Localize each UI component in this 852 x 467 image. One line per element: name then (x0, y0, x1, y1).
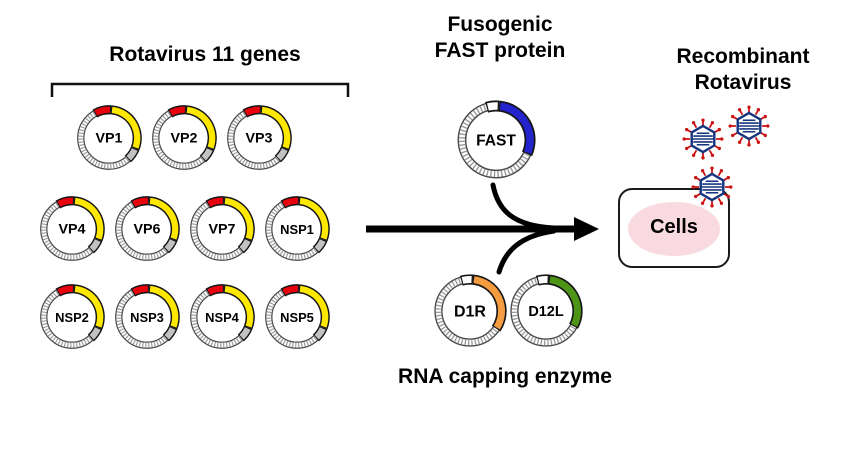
plasmid-vp3: VP3 (225, 104, 293, 172)
capping-group-title: RNA capping enzyme (398, 365, 612, 388)
plasmid-vp4: VP4 (38, 195, 106, 263)
result-title-line1: Recombinant (676, 45, 810, 68)
fast-curve-arrow (490, 182, 557, 231)
genes-group-title: Rotavirus 11 genes (109, 43, 301, 66)
svg-text:VP3: VP3 (246, 131, 273, 147)
plasmid-nsp5: NSP5 (263, 283, 331, 351)
svg-text:D1R: D1R (454, 303, 486, 320)
svg-text:NSP1: NSP1 (280, 222, 314, 237)
plasmid-vp1: VP1 (75, 104, 143, 172)
virus-particle-3 (689, 164, 735, 210)
svg-text:NSP2: NSP2 (55, 310, 89, 325)
result-group-title: Recombinant Rotavirus (648, 44, 838, 96)
svg-text:D12L: D12L (528, 304, 563, 320)
plasmid-vp2: VP2 (150, 104, 218, 172)
plasmid-vp6: VP6 (113, 195, 181, 263)
svg-text:VP4: VP4 (59, 222, 86, 238)
main-arrow-head (574, 217, 599, 241)
plasmid-fast: FAST (455, 99, 537, 181)
svg-text:VP6: VP6 (134, 222, 161, 238)
plasmid-vp7: VP7 (188, 195, 256, 263)
svg-text:VP7: VP7 (209, 222, 236, 238)
svg-text:VP1: VP1 (96, 131, 123, 147)
virus-particle-2 (726, 103, 772, 149)
svg-text:NSP3: NSP3 (130, 310, 164, 325)
virus-particle-1 (680, 116, 726, 162)
fast-title-line2: FAST protein (434, 39, 566, 62)
svg-text:NSP4: NSP4 (205, 310, 240, 325)
svg-text:VP2: VP2 (171, 131, 198, 147)
cells-label: Cells (650, 216, 698, 238)
plasmid-d1r: D1R (432, 273, 508, 349)
genes-bracket (50, 82, 350, 97)
capping-curve-arrow (496, 228, 557, 275)
plasmid-nsp3: NSP3 (113, 283, 181, 351)
result-title-line2: Rotavirus (694, 71, 792, 94)
cell-body (628, 202, 720, 256)
fast-group-title: Fusogenic FAST protein (400, 12, 600, 64)
svg-text:NSP5: NSP5 (280, 310, 314, 325)
fast-title-line1: Fusogenic (447, 13, 553, 36)
plasmid-d12l: D12L (508, 273, 584, 349)
plasmid-nsp2: NSP2 (38, 283, 106, 351)
plasmid-nsp4: NSP4 (188, 283, 256, 351)
plasmid-nsp1: NSP1 (263, 195, 331, 263)
svg-text:FAST: FAST (476, 132, 516, 149)
